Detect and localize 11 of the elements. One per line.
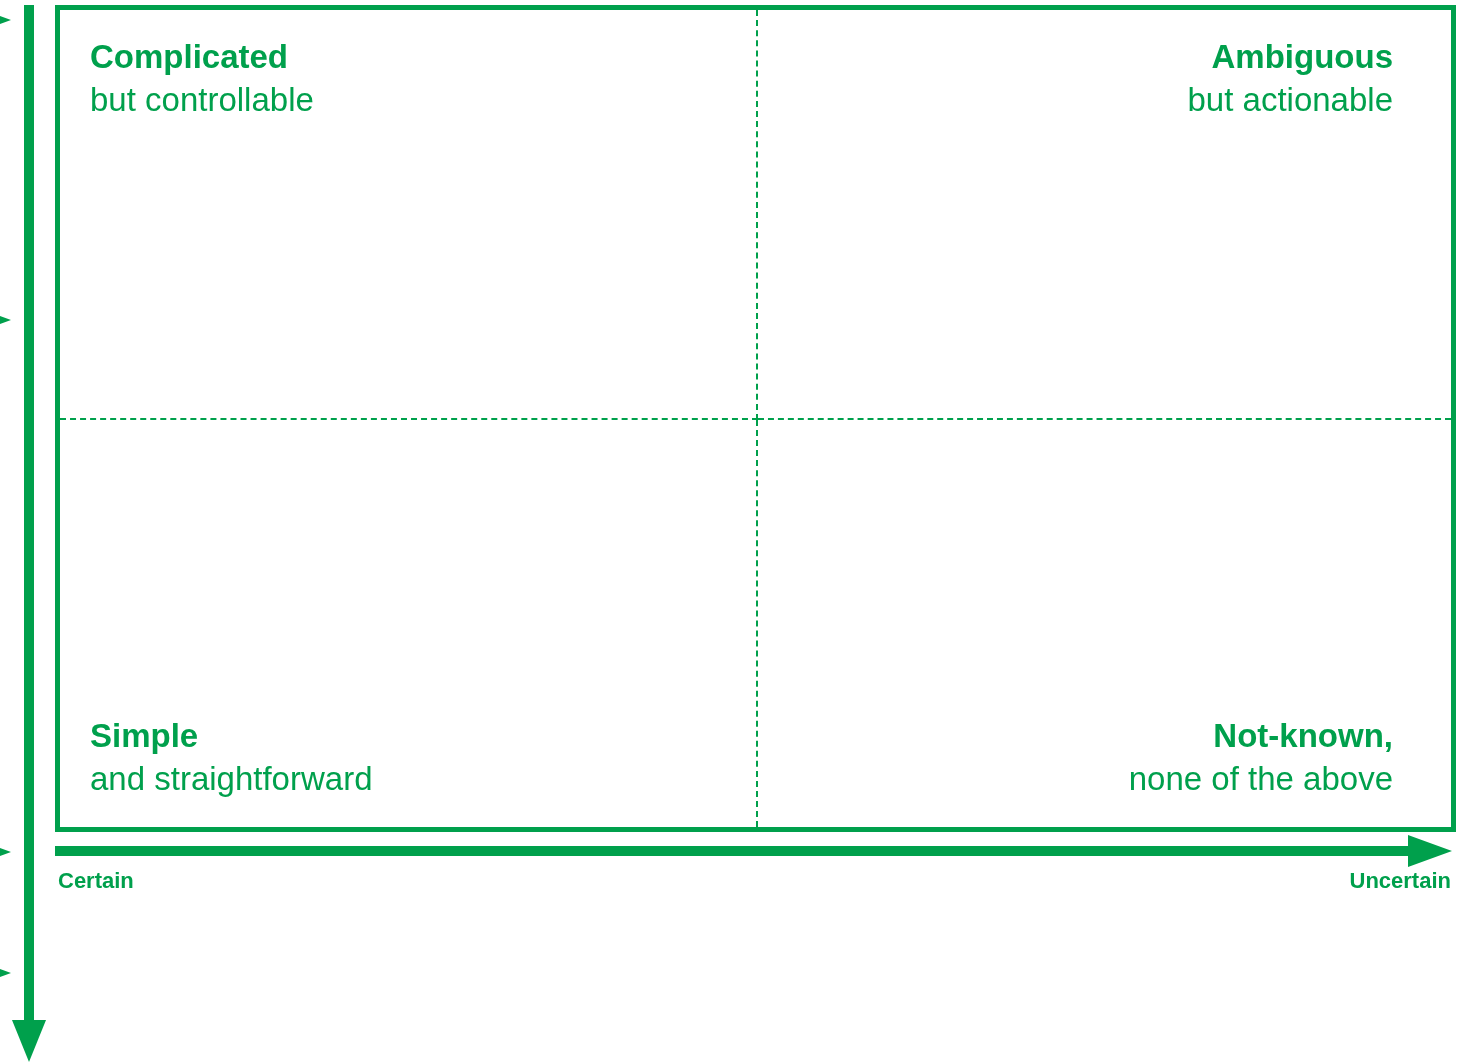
quadrant-heading: Complicated bbox=[90, 37, 289, 77]
quadrant-heading: Simple bbox=[90, 716, 199, 756]
matrix-quadrant bbox=[60, 10, 758, 420]
axis-label: Certain bbox=[58, 868, 134, 894]
quadrant-subtitle: but controllable bbox=[90, 80, 314, 120]
quadrant-subtitle: none of the above bbox=[1128, 759, 1393, 799]
quadrant-subtitle: and straightforward bbox=[90, 759, 373, 799]
axis-label: Uncertain bbox=[1349, 868, 1451, 894]
quadrant-subtitle: but actionable bbox=[1187, 80, 1393, 120]
quadrant-heading: Ambiguous bbox=[1211, 37, 1393, 77]
quadrant-heading: Not-known, bbox=[1213, 716, 1393, 756]
